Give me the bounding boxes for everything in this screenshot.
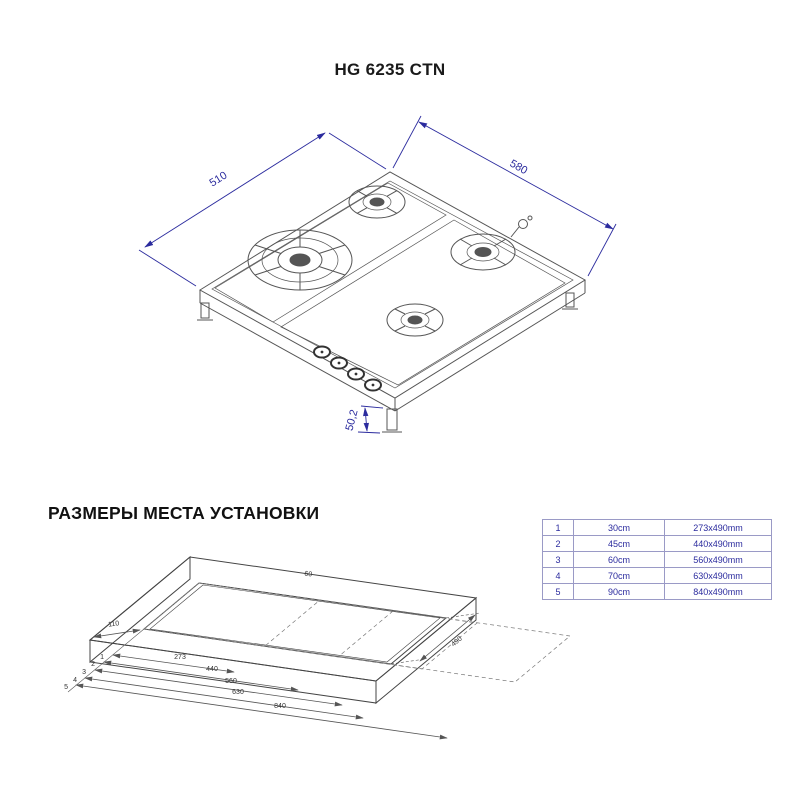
control-knobs xyxy=(313,345,382,392)
row-size: 60cm xyxy=(573,551,665,568)
burner-rear-small xyxy=(348,185,406,219)
installation-size-table: 1 30cm 273x490mm 2 45cm 440x490mm 3 60cm… xyxy=(542,519,772,600)
row-cutout: 840x490mm xyxy=(664,583,772,600)
table-row: 3 60cm 560x490mm xyxy=(542,551,772,568)
hob-technical-drawing: 510 580 50,2 xyxy=(138,115,617,434)
row-marker-4: 4 xyxy=(73,677,77,684)
row-cutout: 560x490mm xyxy=(664,551,772,568)
row-size: 30cm xyxy=(573,519,665,536)
table-row: 4 70cm 630x490mm xyxy=(542,567,772,584)
table-row: 5 90cm 840x490mm xyxy=(542,583,772,600)
hob-body xyxy=(199,171,586,412)
dim-490-label: 490 xyxy=(450,635,464,648)
row-num: 3 xyxy=(542,551,574,568)
cutout-installation-drawing: 110 60 490 273 440 560 630 840 1 xyxy=(64,555,570,740)
table-row: 1 30cm 273x490mm xyxy=(542,519,772,536)
row-markers: 1 2 3 4 5 xyxy=(64,654,104,691)
dimension-height-50-2: 50,2 xyxy=(344,405,384,434)
dim-273-label: 273 xyxy=(174,654,186,661)
row-size: 70cm xyxy=(573,567,665,584)
dim-110-label: 110 xyxy=(108,620,120,628)
row-cutout: 630x490mm xyxy=(664,567,772,584)
dim-440-label: 440 xyxy=(206,666,218,673)
row-num: 5 xyxy=(542,583,574,600)
row-marker-1: 1 xyxy=(100,654,104,661)
row-size: 45cm xyxy=(573,535,665,552)
row-size: 90cm xyxy=(573,583,665,600)
dim-60-label: 60 xyxy=(304,571,313,579)
dim-height-label: 50,2 xyxy=(344,408,361,432)
section-title: РАЗМЕРЫ МЕСТА УСТАНОВКИ xyxy=(48,503,320,523)
dim-580-label: 580 xyxy=(508,158,530,177)
alternative-cutout-outlines xyxy=(143,582,570,683)
row-marker-3: 3 xyxy=(82,669,86,676)
dim-560-label: 560 xyxy=(225,678,237,685)
row-marker-2: 2 xyxy=(91,661,95,668)
dim-510-label: 510 xyxy=(207,170,229,190)
row-cutout: 273x490mm xyxy=(664,519,772,536)
row-marker-5: 5 xyxy=(64,684,68,691)
row-cutout: 440x490mm xyxy=(664,535,772,552)
page-title: HG 6235 CTN xyxy=(334,60,446,79)
burner-right-front xyxy=(386,303,444,337)
burner-right-rear xyxy=(450,233,516,271)
hob-feet xyxy=(197,292,578,433)
gas-connection xyxy=(510,215,533,238)
dim-840-label: 840 xyxy=(274,703,286,710)
table-row: 2 45cm 440x490mm xyxy=(542,535,772,552)
row-num: 4 xyxy=(542,567,574,584)
dimension-110: 110 xyxy=(93,620,141,639)
dim-630-label: 630 xyxy=(232,689,244,696)
row-num: 1 xyxy=(542,519,574,536)
width-dimensions: 273 440 560 630 840 xyxy=(67,628,448,740)
row-num: 2 xyxy=(542,535,574,552)
